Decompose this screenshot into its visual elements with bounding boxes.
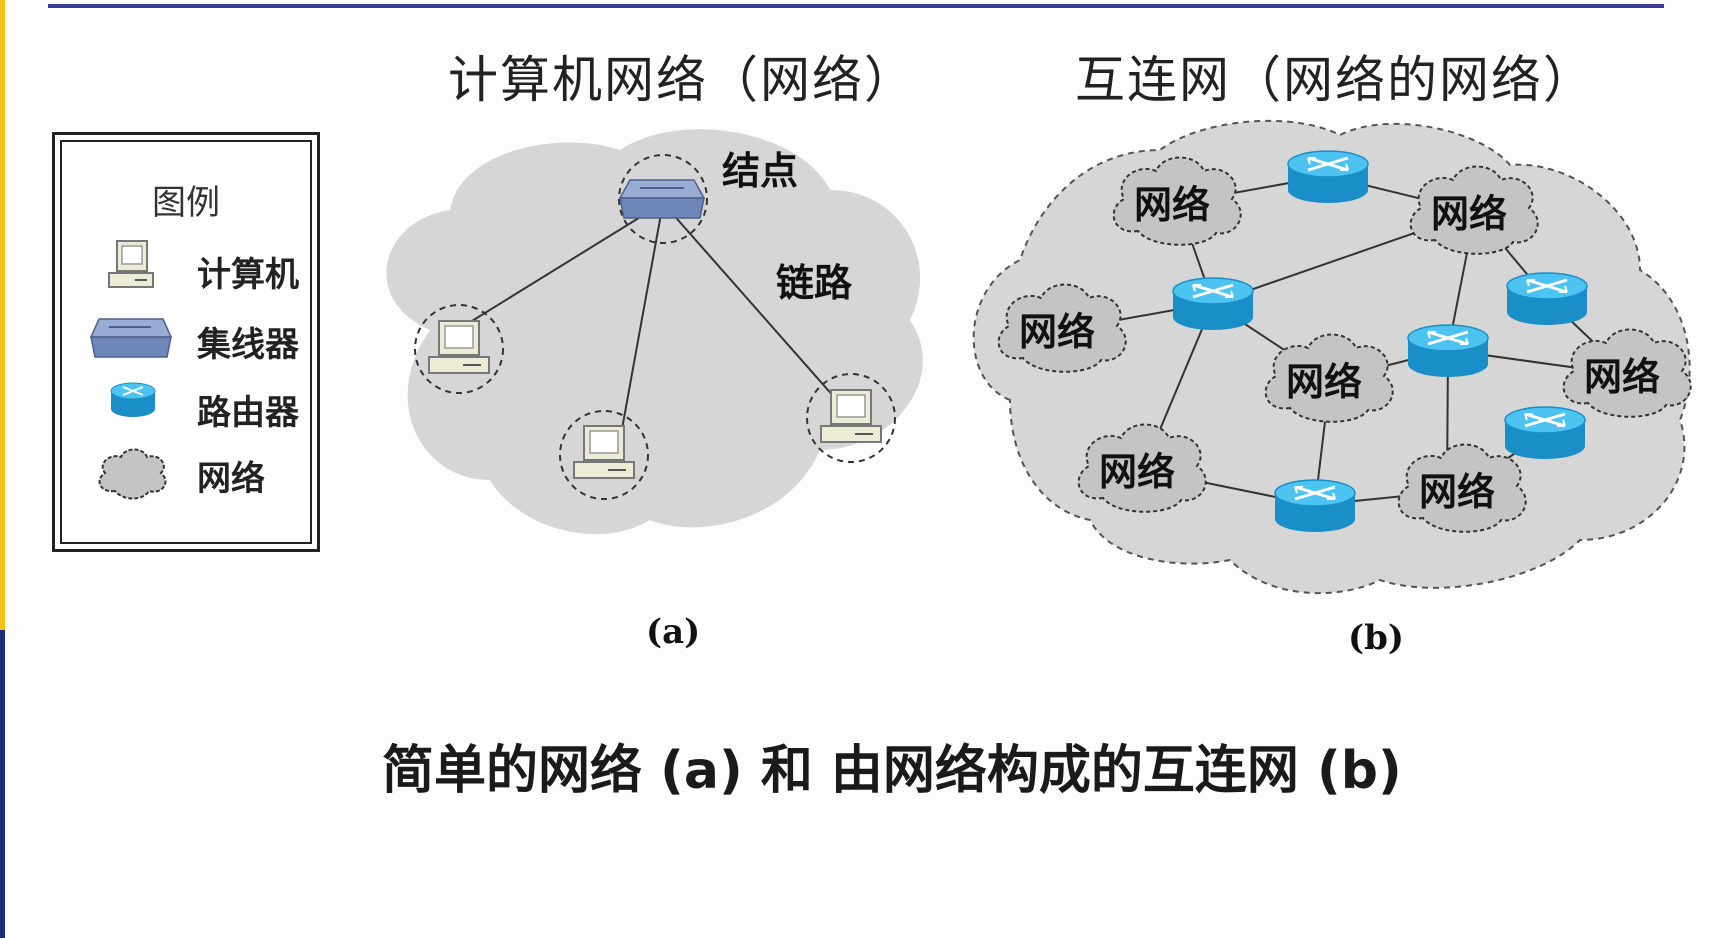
- computer-node-3: [820, 389, 882, 443]
- legend-label-computer: 计算机: [197, 255, 299, 295]
- caption-b: (b): [1348, 618, 1404, 658]
- legend-label-network: 网络: [197, 459, 265, 499]
- diagram-b: 网络 网络 网络 网络 网络 网络 网络: [972, 119, 1692, 595]
- router-5: [1503, 405, 1587, 461]
- computer-node-2: [573, 425, 635, 479]
- network-label-4: 网络: [1286, 359, 1362, 404]
- network-label-5: 网络: [1584, 354, 1660, 399]
- diagram-a: 结点 链路: [386, 129, 923, 535]
- router-6: [1273, 478, 1357, 534]
- left-edge-accent: [0, 0, 5, 630]
- legend-box: 图例 计算机 集线器 路由器 网络: [52, 132, 320, 552]
- title-internet: 互连网（网络的网络）: [1075, 51, 1595, 109]
- legend-item-network: 网络: [85, 441, 305, 501]
- network-label-6: 网络: [1099, 449, 1175, 494]
- router-3: [1505, 271, 1589, 327]
- caption-a: (a): [646, 612, 701, 652]
- legend-label-hub: 集线器: [197, 325, 299, 365]
- network-cloud-icon: [98, 448, 167, 500]
- top-rule: [48, 4, 1664, 8]
- router-4: [1406, 323, 1490, 379]
- computer-icon: [108, 240, 154, 288]
- legend-item-router: 路由器: [85, 375, 305, 435]
- router-icon: [110, 382, 156, 417]
- legend-label-router: 路由器: [197, 393, 299, 433]
- legend-title: 图例: [152, 183, 220, 223]
- router-2: [1171, 276, 1255, 332]
- legend-item-hub: 集线器: [85, 307, 305, 367]
- hub-icon: [89, 318, 173, 358]
- network-label-3: 网络: [1019, 309, 1095, 354]
- link-label: 链路: [776, 260, 853, 305]
- router-1: [1286, 149, 1370, 205]
- computer-node-1: [428, 320, 490, 374]
- title-computer-network: 计算机网络（网络）: [448, 51, 916, 109]
- network-label-1: 网络: [1134, 182, 1210, 227]
- network-label-2: 网络: [1431, 191, 1507, 236]
- hub-node: [618, 179, 706, 219]
- network-label-7: 网络: [1419, 469, 1495, 514]
- node-label: 结点: [722, 148, 798, 193]
- diagram-a-cloud: [386, 129, 923, 535]
- legend-item-computer: 计算机: [85, 237, 305, 297]
- figure-caption: 简单的网络 (a) 和 由网络构成的互连网 (b): [382, 741, 1402, 801]
